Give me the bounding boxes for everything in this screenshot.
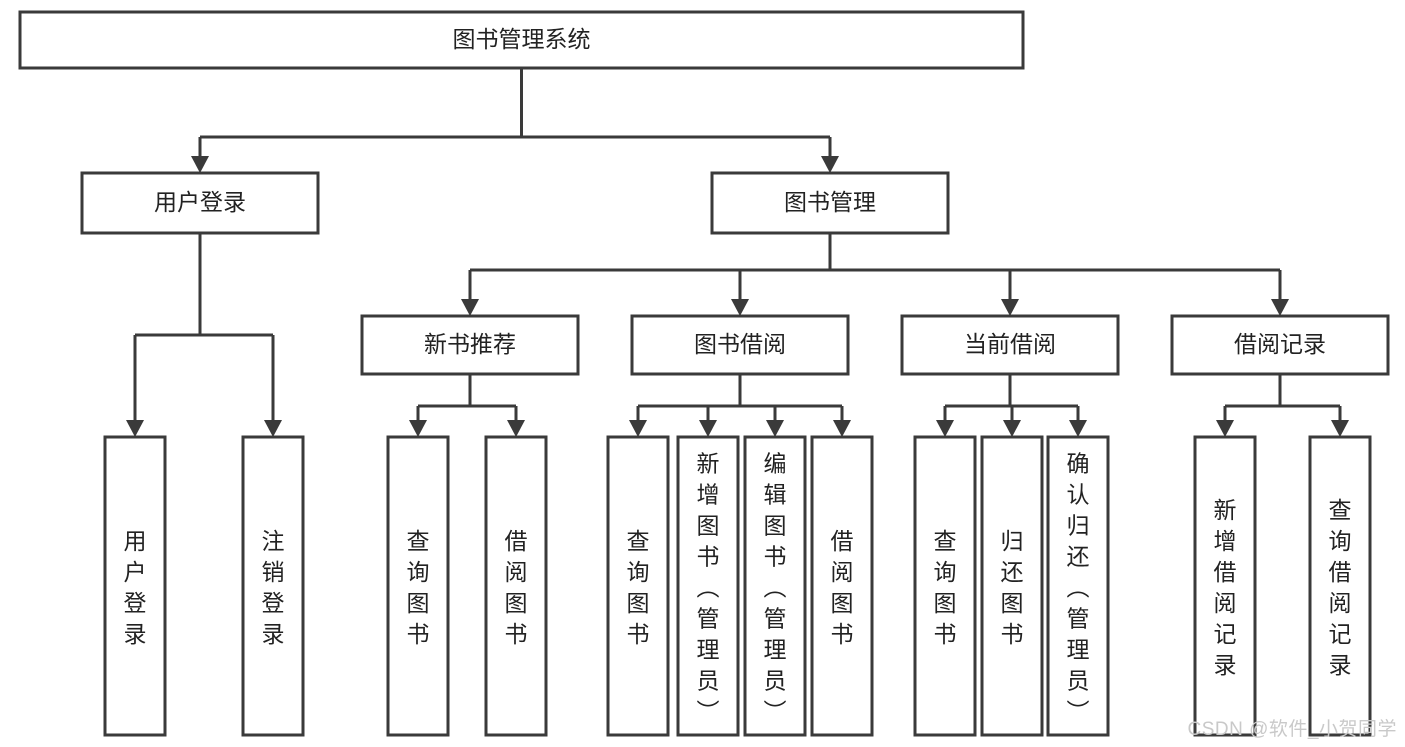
node-label: 查询借阅记录 xyxy=(1329,497,1352,678)
node-label: 查询图书 xyxy=(627,528,650,647)
node-box xyxy=(386,435,450,737)
node-box xyxy=(1308,435,1372,737)
node-label: 图书管理系统 xyxy=(453,26,591,52)
node-l-logout[interactable]: 注销登录 xyxy=(241,435,305,737)
arrow-head-icon xyxy=(766,420,784,437)
node-box xyxy=(913,435,977,737)
node-box xyxy=(1046,435,1110,737)
connectors-layer xyxy=(126,68,1349,437)
nodes-layer: 图书管理系统用户登录图书管理新书推荐图书借阅当前借阅借阅记录用户登录注销登录查询… xyxy=(18,10,1390,737)
node-l-rec-query[interactable]: 查询图书 xyxy=(386,435,450,737)
node-n-new-book-rec[interactable]: 新书推荐 xyxy=(360,314,580,376)
node-box xyxy=(900,314,1120,376)
node-box xyxy=(18,10,1025,70)
arrow-head-icon xyxy=(629,420,647,437)
node-box xyxy=(360,314,580,376)
node-label: 借阅图书 xyxy=(505,528,528,647)
arrow-head-icon xyxy=(699,420,717,437)
node-box xyxy=(241,435,305,737)
arrow-head-icon xyxy=(191,156,209,173)
arrow-head-icon xyxy=(1216,420,1234,437)
node-box xyxy=(710,171,950,235)
node-label: 当前借阅 xyxy=(964,331,1056,357)
node-label: 确认归还︵管理员︶ xyxy=(1067,450,1090,724)
node-l-borrow-query[interactable]: 查询图书 xyxy=(606,435,670,737)
node-label: 新增图书︵管理员︶ xyxy=(697,450,720,724)
node-label: 注销登录 xyxy=(262,528,285,647)
arrow-head-icon xyxy=(1003,420,1021,437)
node-l-rec-search[interactable]: 查询借阅记录 xyxy=(1308,435,1372,737)
node-l-user-login[interactable]: 用户登录 xyxy=(103,435,167,737)
arrow-head-icon xyxy=(264,420,282,437)
node-label: 查询图书 xyxy=(407,528,430,647)
node-label: 查询图书 xyxy=(934,528,957,647)
node-label: 用户登录 xyxy=(124,528,147,647)
node-n-book-borrow[interactable]: 图书借阅 xyxy=(630,314,850,376)
arrow-head-icon xyxy=(821,156,839,173)
node-l-cur-confirm[interactable]: 确认归还︵管理员︶ xyxy=(1046,435,1110,737)
connector-group-n-user-login xyxy=(126,233,282,437)
node-l-rec-add[interactable]: 新增借阅记录 xyxy=(1193,435,1257,737)
node-label: 归还图书 xyxy=(1001,528,1024,647)
arrow-head-icon xyxy=(409,420,427,437)
arrow-head-icon xyxy=(507,420,525,437)
node-box xyxy=(743,435,807,737)
node-l-cur-return[interactable]: 归还图书 xyxy=(980,435,1044,737)
arrow-head-icon xyxy=(1331,420,1349,437)
node-n-current-borrow[interactable]: 当前借阅 xyxy=(900,314,1120,376)
node-n-user-login[interactable]: 用户登录 xyxy=(80,171,320,235)
node-label: 借阅图书 xyxy=(831,528,854,647)
arrow-head-icon xyxy=(1271,299,1289,316)
node-l-borrow-add[interactable]: 新增图书︵管理员︶ xyxy=(676,435,740,737)
arrow-head-icon xyxy=(1001,299,1019,316)
node-box xyxy=(606,435,670,737)
node-l-rec-borrow[interactable]: 借阅图书 xyxy=(484,435,548,737)
node-box xyxy=(1193,435,1257,737)
node-n-book-mgmt[interactable]: 图书管理 xyxy=(710,171,950,235)
node-box xyxy=(80,171,320,235)
arrow-head-icon xyxy=(731,299,749,316)
arrow-head-icon xyxy=(936,420,954,437)
node-box xyxy=(484,435,548,737)
node-label: 借阅记录 xyxy=(1234,331,1326,357)
node-label: 图书管理 xyxy=(784,189,876,215)
node-n-borrow-record[interactable]: 借阅记录 xyxy=(1170,314,1390,376)
connector-group-n-book-mgmt xyxy=(461,233,1289,316)
csdn-watermark: CSDN @软件_小贺同学 xyxy=(1187,719,1397,740)
arrow-head-icon xyxy=(126,420,144,437)
node-label: 用户登录 xyxy=(154,189,246,215)
arrow-head-icon xyxy=(461,299,479,316)
node-label: 图书借阅 xyxy=(694,331,786,357)
arrow-head-icon xyxy=(1069,420,1087,437)
node-box xyxy=(810,435,874,737)
node-box xyxy=(676,435,740,737)
node-label: 新书推荐 xyxy=(424,331,516,357)
node-label: 编辑图书︵管理员︶ xyxy=(764,450,787,724)
node-box xyxy=(980,435,1044,737)
node-label: 新增借阅记录 xyxy=(1214,497,1237,678)
node-box xyxy=(103,435,167,737)
connector-group-n-current-borrow xyxy=(936,374,1087,437)
node-box xyxy=(1170,314,1390,376)
node-l-borrow-do[interactable]: 借阅图书 xyxy=(810,435,874,737)
arrow-head-icon xyxy=(833,420,851,437)
node-root[interactable]: 图书管理系统 xyxy=(18,10,1025,70)
connector-group-n-borrow-record xyxy=(1216,374,1349,437)
node-l-cur-query[interactable]: 查询图书 xyxy=(913,435,977,737)
node-l-borrow-edit[interactable]: 编辑图书︵管理员︶ xyxy=(743,435,807,737)
node-box xyxy=(630,314,850,376)
connector-group-root xyxy=(191,68,839,173)
connector-group-n-book-borrow xyxy=(629,374,851,437)
connector-group-n-new-book-rec xyxy=(409,374,525,437)
